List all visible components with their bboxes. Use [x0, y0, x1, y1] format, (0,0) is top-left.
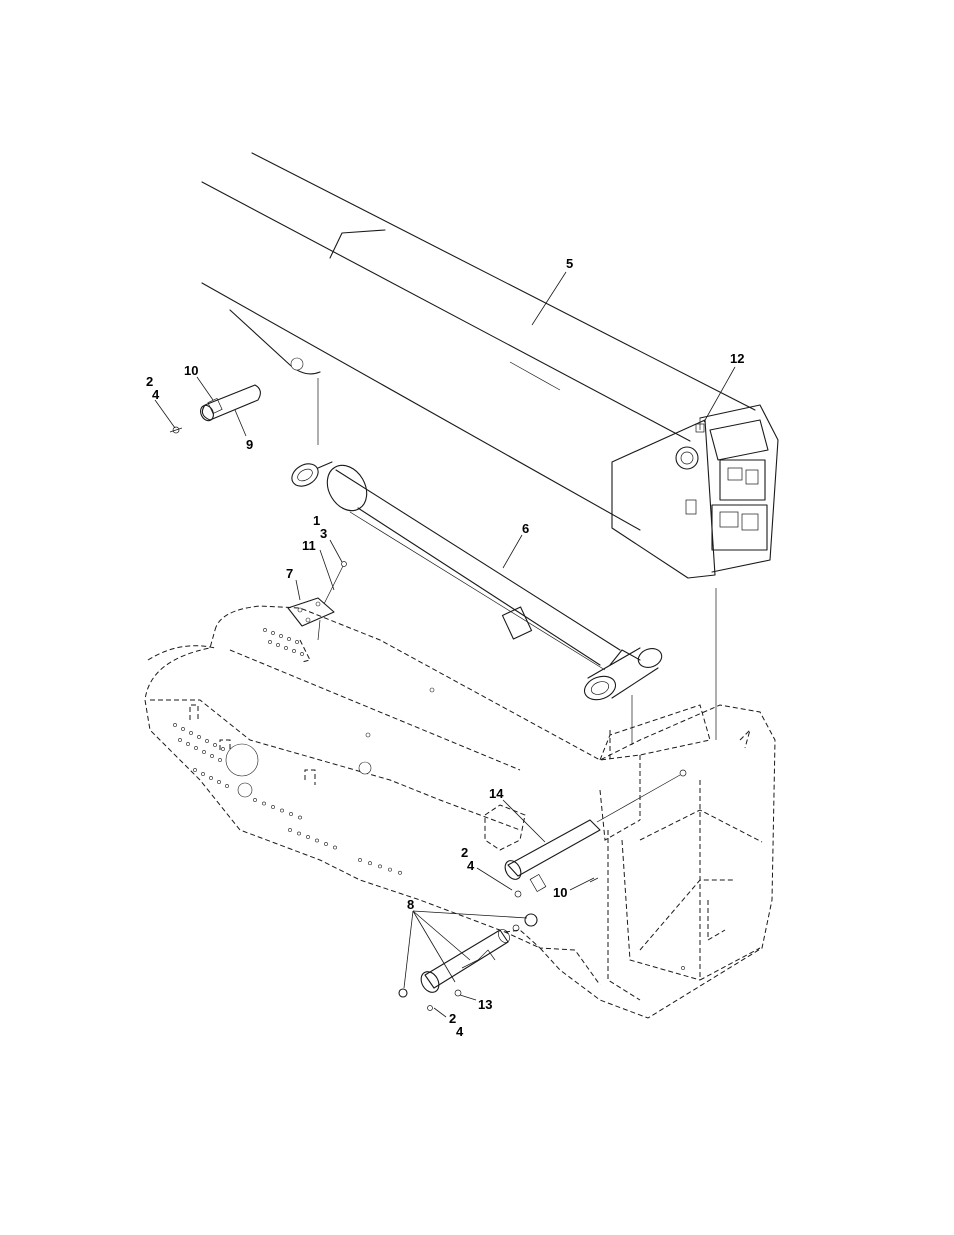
- callout-labels: 5 12 2 4 10 9 6 1 3 11 7 14 2 4 10 8 13 …: [146, 256, 744, 1039]
- frame-hole: [221, 747, 224, 750]
- callout-4: 4: [456, 1024, 464, 1039]
- callout-10: 10: [184, 363, 198, 378]
- frame-hole: [297, 832, 300, 835]
- frame-hole: [193, 768, 196, 771]
- frame-hole: [262, 802, 265, 805]
- frame-hole: [202, 750, 205, 753]
- boom-assembly: [202, 153, 755, 530]
- callout-11: 11: [302, 538, 316, 553]
- lift-cylinder: [288, 458, 664, 704]
- callout-4: 4: [152, 387, 160, 402]
- boom-pin: [170, 385, 260, 433]
- callout-7: 7: [286, 566, 293, 581]
- chassis-frame: [145, 606, 775, 1018]
- mounting-plate: [288, 562, 347, 641]
- frame-hole: [201, 772, 204, 775]
- frame-hole: [217, 780, 220, 783]
- frame-hole: [324, 842, 327, 845]
- frame-hole: [271, 805, 274, 808]
- frame-hole: [300, 652, 303, 655]
- callout-8: 8: [407, 897, 414, 912]
- frame-hole: [276, 643, 279, 646]
- frame-hole: [268, 640, 271, 643]
- frame-hole: [205, 739, 208, 742]
- frame-hole: [181, 727, 184, 730]
- frame-hole: [218, 758, 221, 761]
- frame-hole: [186, 742, 189, 745]
- callout-12: 12: [730, 351, 744, 366]
- frame-hole: [280, 809, 283, 812]
- frame-hole: [306, 835, 309, 838]
- callout-9: 9: [246, 437, 253, 452]
- frame-hole: [213, 743, 216, 746]
- frame-hole: [388, 868, 391, 871]
- frame-hole: [197, 735, 200, 738]
- frame-hole: [333, 846, 336, 849]
- frame-hole: [298, 816, 301, 819]
- frame-hole: [284, 646, 287, 649]
- frame-hole: [289, 812, 292, 815]
- leader-lines: [155, 272, 735, 1017]
- frame-hole: [189, 731, 192, 734]
- frame-hole: [279, 634, 282, 637]
- frame-hole: [378, 865, 381, 868]
- frame-hole: [368, 862, 371, 865]
- frame-hole: [194, 746, 197, 749]
- callout-4: 4: [467, 858, 475, 873]
- frame-hole: [398, 871, 401, 874]
- cylinder-8: [399, 878, 598, 1011]
- boom-head-assembly: [612, 405, 778, 578]
- frame-hole: [271, 631, 274, 634]
- callout-3: 3: [320, 526, 327, 541]
- frame-hole: [295, 640, 298, 643]
- frame-hole: [315, 839, 318, 842]
- frame-hole: [210, 754, 213, 757]
- frame-hole: [358, 858, 361, 861]
- callout-14: 14: [489, 786, 504, 801]
- frame-hole: [253, 798, 256, 801]
- frame-hole: [178, 738, 181, 741]
- frame-hole: [225, 784, 228, 787]
- callout-13: 13: [478, 997, 492, 1012]
- callout-6: 6: [522, 521, 529, 536]
- callout-5: 5: [566, 256, 573, 271]
- frame-hole: [263, 628, 266, 631]
- frame-hole: [173, 723, 176, 726]
- frame-hole: [292, 649, 295, 652]
- frame-hole-pattern: [173, 628, 401, 874]
- frame-hole: [209, 776, 212, 779]
- callout-10: 10: [553, 885, 567, 900]
- frame-hole: [287, 637, 290, 640]
- frame-hole: [288, 828, 291, 831]
